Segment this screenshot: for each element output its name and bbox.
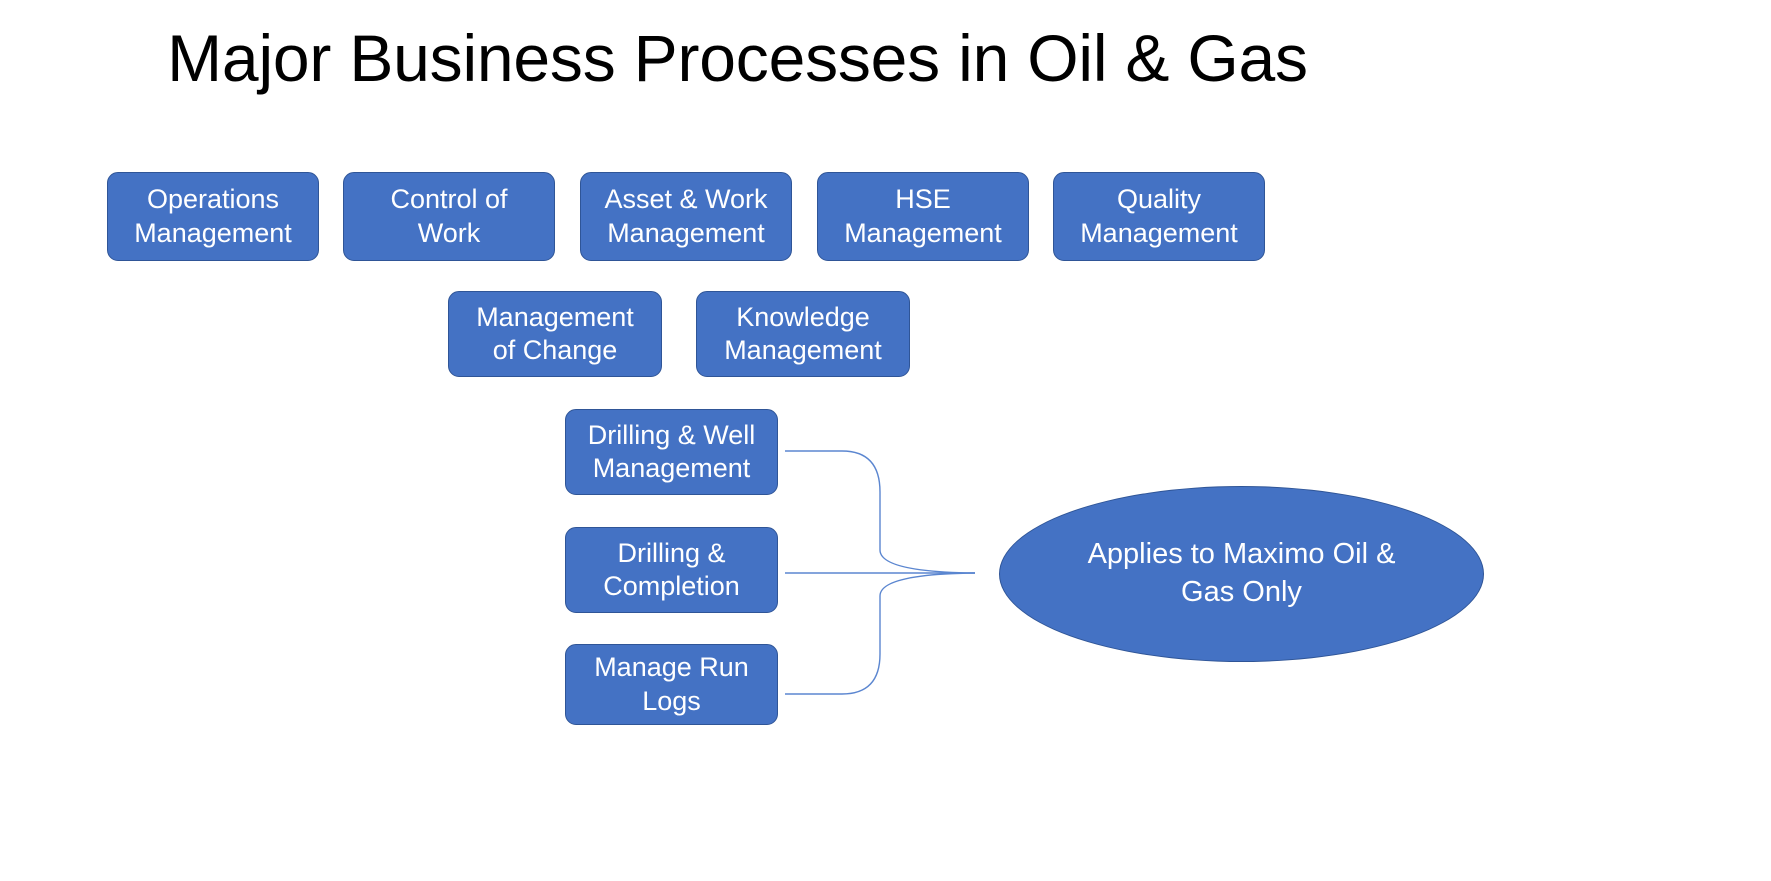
process-box-label: Quality Management [1080,184,1238,248]
process-box-quality-management[interactable]: Quality Management [1053,172,1265,261]
process-box-label: Operations Management [134,184,292,248]
ellipse-shape [999,486,1484,662]
process-box-label: Management of Change [476,301,634,365]
process-box-drilling-well-management[interactable]: Drilling & Well Management [565,409,778,495]
process-box-label: Asset & Work Management [604,184,768,248]
process-box-asset-work-management[interactable]: Asset & Work Management [580,172,792,261]
process-box-label: Drilling & Well Management [587,419,756,483]
process-box-label: Knowledge Management [724,301,882,365]
process-box-label: Manage Run Logs [594,652,749,716]
process-box-manage-run-logs[interactable]: Manage Run Logs [565,644,778,725]
process-box-drilling-completion[interactable]: Drilling & Completion [565,527,778,613]
process-box-control-of-work[interactable]: Control of Work [343,172,555,261]
brace-upper-arm [785,450,976,574]
callout-ellipse-label: Applies to Maximo Oil & Gas Only [1087,538,1396,608]
process-box-management-of-change[interactable]: Management of Change [448,291,662,377]
process-box-knowledge-management[interactable]: Knowledge Management [696,291,910,377]
process-box-label: Control of Work [390,184,508,248]
brace-lower-arm [785,572,976,695]
process-box-operations-management[interactable]: Operations Management [107,172,319,261]
process-box-label: Drilling & Completion [603,537,740,601]
process-box-label: HSE Management [844,184,1002,248]
page-title: Major Business Processes in Oil & Gas [167,21,1308,95]
process-box-hse-management[interactable]: HSE Management [817,172,1029,261]
right-brace-connector [785,450,976,695]
callout-ellipse[interactable]: Applies to Maximo Oil & Gas Only [999,486,1484,662]
